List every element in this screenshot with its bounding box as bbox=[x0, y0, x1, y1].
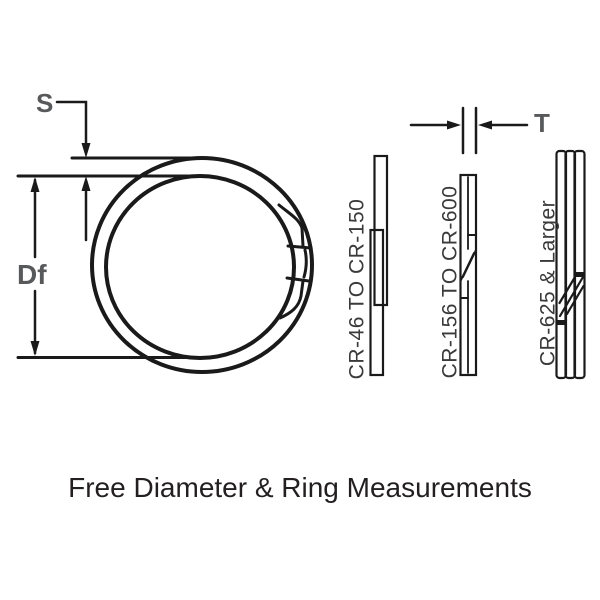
diagram-caption: Free Diameter & Ring Measurements bbox=[68, 472, 532, 503]
spiral-end-detail bbox=[277, 203, 313, 320]
t-dimension-label: T bbox=[532, 108, 552, 138]
cross-section-small bbox=[369, 154, 389, 377]
df-dimension bbox=[30, 177, 40, 356]
size-range-label-large: CR-625 & Larger bbox=[536, 199, 560, 367]
cross-section-medium bbox=[459, 173, 478, 377]
tangent-lines bbox=[16, 156, 214, 359]
size-range-label-medium: CR-156 TO CR-600 bbox=[438, 185, 462, 379]
df-dimension-label: Df bbox=[15, 259, 49, 290]
ring-front-view bbox=[90, 156, 314, 374]
s-dimension bbox=[55, 100, 91, 242]
size-range-label-small: CR-46 TO CR-150 bbox=[345, 198, 369, 380]
cross-section-large bbox=[555, 149, 586, 380]
s-dimension-label: S bbox=[34, 88, 56, 118]
t-dimension bbox=[409, 106, 529, 155]
